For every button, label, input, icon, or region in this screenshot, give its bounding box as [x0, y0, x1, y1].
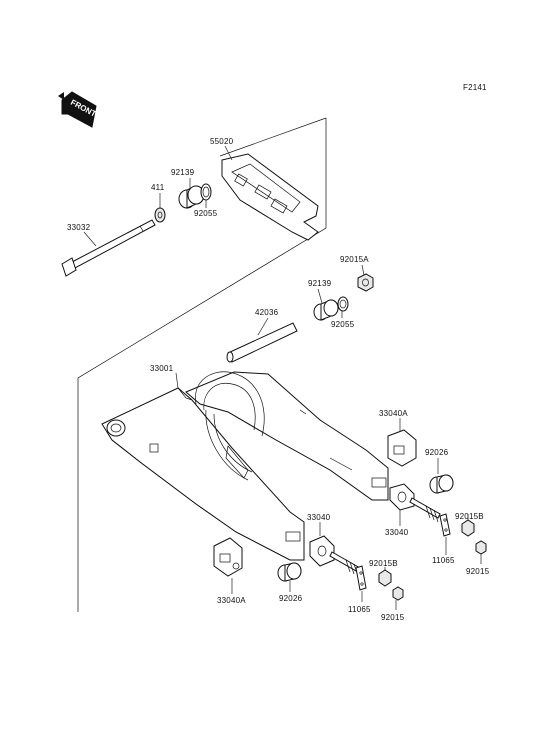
part-label-55020: 55020	[210, 137, 234, 146]
nut-92015A	[357, 273, 374, 292]
collar-92139-top	[178, 185, 205, 209]
part-label-33040A-left: 33040A	[217, 596, 246, 605]
part-label-11065-right: 11065	[432, 556, 455, 565]
collar-92026-left	[277, 562, 302, 582]
plate-11065-right	[439, 513, 451, 537]
part-label-92015B-right: 92015B	[455, 512, 484, 521]
part-label-92026-left: 92026	[279, 594, 303, 603]
plate-11065-left	[355, 565, 367, 591]
front-arrow-icon: FRONT	[58, 91, 98, 128]
chain-adjuster-plate-33040A-left	[213, 537, 243, 577]
part-label-92015-right: 92015	[466, 567, 490, 576]
part-label-11065-left: 11065	[348, 605, 371, 614]
collar-92139-mid	[313, 299, 339, 321]
part-label-42036: 42036	[255, 308, 279, 317]
part-label-33040A-right: 33040A	[379, 409, 408, 418]
part-label-33040-right: 33040	[385, 528, 409, 537]
chain-adjuster-33040-left	[309, 535, 361, 577]
chain-adjuster-33040-right	[389, 483, 441, 523]
part-label-92015-left: 92015	[381, 613, 405, 622]
chain-adjuster-plate-33040A-right	[387, 429, 417, 467]
pivot-shaft-33032	[61, 219, 156, 277]
part-label-92139-mid: 92139	[308, 279, 332, 288]
nut-92015-right	[475, 540, 487, 555]
nut-92015B-right	[461, 519, 475, 537]
part-label-92055-top: 92055	[194, 209, 218, 218]
swingarm-33001	[101, 371, 389, 561]
figure-code: F2141	[463, 83, 487, 92]
part-label-92026-right: 92026	[425, 448, 449, 457]
part-label-92015B-left: 92015B	[369, 559, 398, 568]
collar-92026-right	[429, 474, 454, 494]
seal-92055-mid	[337, 296, 349, 312]
part-label-92015A: 92015A	[340, 255, 369, 264]
exploded-view-outline	[77, 117, 327, 612]
part-label-33040-left: 33040	[307, 513, 331, 522]
nut-92015B-left	[378, 569, 392, 587]
nut-92015-left	[392, 586, 404, 601]
part-label-33001: 33001	[150, 364, 174, 373]
washer-411	[154, 207, 166, 223]
part-label-411: 411	[151, 183, 165, 192]
part-label-33032: 33032	[67, 223, 91, 232]
seal-92055-top	[200, 183, 212, 201]
sleeve-42036	[226, 322, 298, 363]
chain-guide-55020	[221, 153, 319, 241]
part-label-92139-top: 92139	[171, 168, 195, 177]
part-label-92055-mid: 92055	[331, 320, 355, 329]
